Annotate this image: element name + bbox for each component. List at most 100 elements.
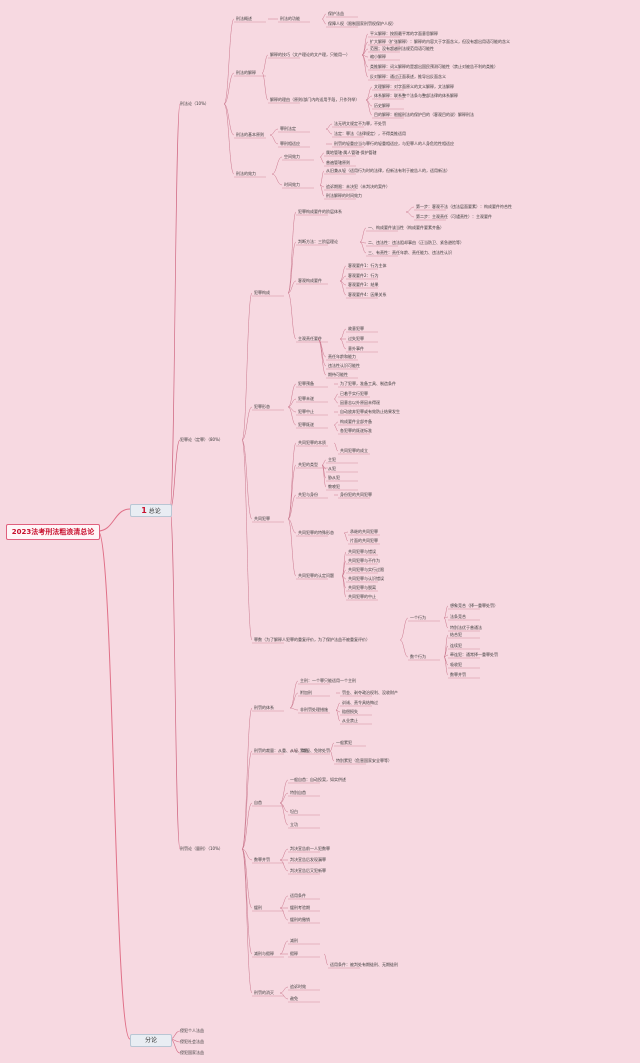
topic-a3a2[interactable]: 法定：罪法（法律规定），不得类推适用 (334, 131, 406, 136)
topic-a2a5[interactable]: 类推解释：词义解释的是超出国民预测可能性（禁止对被告不利的类推） (370, 64, 498, 69)
topic-a4a1[interactable]: 属地管辖·属人管辖·保护管辖 (326, 150, 377, 155)
topic-b4b1[interactable]: 结合犯 (450, 632, 462, 637)
fenlun-item[interactable]: 侵犯个人法益 (180, 1028, 204, 1033)
topic-c1c3[interactable]: 从业禁止 (342, 718, 358, 723)
topic-b4b5[interactable]: 数罪并罚 (450, 672, 466, 677)
topic-b3b4[interactable]: 教唆犯 (328, 484, 340, 489)
topic-c2[interactable]: 刑罚的裁量：从重、从轻、减轻、免除处罚 (254, 748, 330, 753)
topic-c5b[interactable]: 缓刑考验期 (290, 905, 310, 910)
topic-b3b3[interactable]: 胁从犯 (328, 475, 340, 480)
topic-a3a1[interactable]: 法无明文规定不为罪，不处罚 (334, 121, 386, 126)
topic-b3a[interactable]: 共同犯罪的本质 (298, 440, 326, 445)
topic-b2b[interactable]: 犯罪未遂 (298, 396, 314, 401)
topic-b4b3[interactable]: 牵连犯：通常择一重罪处罚 (450, 652, 498, 657)
topic-b3d1[interactable]: 承继的共同犯罪 (350, 529, 378, 534)
topic-b1c[interactable]: 客观构成要件 (298, 278, 322, 283)
topic-b4a1[interactable]: 想象竞合（择一重罪处罚） (450, 603, 498, 608)
topic-c7a[interactable]: 追诉时效 (290, 984, 306, 989)
topic-b2d1[interactable]: 构成要件全部齐备 (340, 419, 372, 424)
topic-b1a[interactable]: 犯罪构成要件的阶层体系 (298, 209, 342, 214)
topic-c3c[interactable]: 坦白 (290, 809, 298, 814)
topic-b3a1[interactable]: 共同犯罪的成立 (340, 448, 368, 453)
fenlun-item[interactable]: 侵犯社会法益 (180, 1039, 204, 1044)
topic-b4b4[interactable]: 吸收犯 (450, 662, 462, 667)
topic-a4a2[interactable]: 普遍管辖原则 (326, 160, 350, 165)
topic-a2[interactable]: 刑法的解释 (236, 70, 256, 75)
topic-b3b1[interactable]: 主犯 (328, 457, 336, 462)
topic-a2a1[interactable]: 平义解释：按照最平常的字面意思解释 (370, 31, 438, 36)
topic-b1c2[interactable]: 客观要件2：行为 (348, 273, 379, 278)
topic-c3d[interactable]: 立功 (290, 822, 298, 827)
section-xingfalun2[interactable]: 刑罚论（量刑）（10%） (180, 846, 223, 851)
topic-a2b[interactable]: 解释的理由（原则/部门内的适用手段，只作列举） (270, 97, 360, 102)
topic-a2a3[interactable]: 范围；没有超越刑法规范用语可能性 (370, 46, 434, 51)
topic-b1c3[interactable]: 客观要件3：结果 (348, 282, 379, 287)
topic-a3b1[interactable]: 刑罚的轻重应当与罪行的轻重相适应，与犯罪人的人身危险性相适应 (334, 141, 454, 146)
topic-c1[interactable]: 刑罚的体系 (254, 705, 274, 710)
topic-a2a2[interactable]: 扩大解释（扩张解释）：解释的内容大于字面含义，但没有超出用语可能的含义 (370, 39, 510, 44)
topic-b1b[interactable]: 判断方法：三阶层理论 (298, 239, 338, 244)
topic-b1e2[interactable]: 违法性认识可能性 (328, 363, 360, 368)
topic-b3b2[interactable]: 从犯 (328, 466, 336, 471)
topic-b1b1[interactable]: 一、构成要件该当性（构成要件要素齐备） (368, 225, 444, 230)
topic-c3a[interactable]: 一般自首：自动投案，如实供述 (290, 777, 346, 782)
topic-a2a[interactable]: 解释的技巧（文产理论的文产理，只能用一） (270, 52, 350, 57)
topic-a2b1[interactable]: 文理解释：对字面原义的文义解释，文法解释 (374, 84, 454, 89)
topic-b1b2[interactable]: 二、违法性：违法阻却事由（正当防卫、紧急避险等） (368, 240, 464, 245)
topic-c1a[interactable]: 主刑：一个罪只能适用一个主刑 (300, 678, 356, 683)
topic-c3[interactable]: 自首 (254, 800, 262, 805)
section-xingfalun[interactable]: 刑法论（10%） (180, 101, 209, 106)
topic-b2a[interactable]: 犯罪预备 (298, 381, 314, 386)
topic-c6[interactable]: 减刑与假释 (254, 951, 274, 956)
topic-b3e6[interactable]: 共同犯罪的中止 (348, 594, 376, 599)
topic-c3b[interactable]: 特别自首 (290, 790, 306, 795)
topic-c7b[interactable]: 赦免 (290, 996, 298, 1001)
topic-a4b2[interactable]: 追诉期限：未决犯（未判决的案件） (326, 184, 390, 189)
topic-b3b[interactable]: 共犯的类型 (298, 462, 318, 467)
topic-b4a[interactable]: 一个行为 (410, 615, 426, 620)
topic-a4b3[interactable]: 刑法解释的时间效力 (326, 193, 362, 198)
topic-a3a[interactable]: 罪刑法定 (280, 126, 296, 131)
topic-c2a[interactable]: 累犯 (300, 748, 308, 753)
topic-c6a[interactable]: 减刑 (290, 938, 298, 943)
topic-c1c[interactable]: 非刑罚处理措施 (300, 707, 328, 712)
topic-c4a[interactable]: 判决宣告前一人犯数罪 (290, 846, 330, 851)
topic-b4b2[interactable]: 连续犯 (450, 643, 462, 648)
topic-b3e5[interactable]: 共同犯罪与脱离 (348, 585, 376, 590)
topic-b2a1[interactable]: 为了犯罪，准备工具、制造条件 (340, 381, 396, 386)
topic-c2a1[interactable]: 一般累犯 (336, 740, 352, 745)
topic-b1d1[interactable]: 故意犯罪 (348, 326, 364, 331)
topic-c1b1[interactable]: 罚金、剥夺政治权利、没收财产 (342, 690, 398, 695)
topic-c5c[interactable]: 缓刑的撤销 (290, 917, 310, 922)
topic-b4[interactable]: 罪数（为了解释人犯罪的重复评价，为了保护法益不被重复评价） (254, 637, 370, 642)
topic-a3[interactable]: 刑法的基本原则 (236, 132, 264, 137)
topic-b1b3[interactable]: 三、有责性：责任年龄、责任能力、违法性认识 (368, 250, 452, 255)
topic-b2[interactable]: 犯罪形态 (254, 404, 270, 409)
topic-b2d2[interactable]: 各犯罪的既遂标准 (340, 428, 372, 433)
topic-b1c1[interactable]: 客观要件1：行为主体 (348, 263, 387, 268)
section-fanzuilun[interactable]: 犯罪论（定罪）（80%） (180, 437, 223, 442)
topic-c6b[interactable]: 假释 (290, 951, 298, 956)
topic-c1c1[interactable]: 训诫、责令具结悔过 (342, 700, 378, 705)
topic-b1e3[interactable]: 期待可能性 (328, 372, 348, 377)
topic-a2a6[interactable]: 反对解释：通过正面表述，推导出反面含义 (370, 74, 446, 79)
topic-a4b[interactable]: 时间效力 (284, 182, 300, 187)
topic-b3c1[interactable]: 身份犯的共同犯罪 (340, 492, 372, 497)
topic-b3e3[interactable]: 共同犯罪与实行过限 (348, 567, 384, 572)
topic-b3e2[interactable]: 共同犯罪与不作为 (348, 558, 380, 563)
topic-b2b1[interactable]: 已着手实行犯罪 (340, 391, 368, 396)
topic-a2a4[interactable]: 缩小解释 (370, 54, 386, 59)
topic-b2b2[interactable]: 因意志以外原因未得逞 (340, 400, 380, 405)
topic-b1e[interactable]: 责任年龄和能力 (328, 354, 356, 359)
topic-b1a2[interactable]: 第二步：主观责任（可谴责性）：主观要件 (416, 214, 492, 219)
topic-c4b[interactable]: 判决宣告后发现漏罪 (290, 857, 326, 862)
topic-b1d3[interactable]: 意外事件 (348, 346, 364, 351)
topic-b2d[interactable]: 犯罪既遂 (298, 422, 314, 427)
topic-b3e[interactable]: 共同犯罪的认定问题 (298, 573, 334, 578)
topic-b3c[interactable]: 共犯与身份 (298, 492, 318, 497)
topic-b3d2[interactable]: 片面的共同犯罪 (350, 538, 378, 543)
topic-c6b1[interactable]: 适用条件：被判处有期徒刑、无期徒刑 (330, 962, 398, 967)
topic-b1c4[interactable]: 客观要件4：因果关系 (348, 292, 387, 297)
topic-a2b3[interactable]: 历史解释 (374, 103, 390, 108)
